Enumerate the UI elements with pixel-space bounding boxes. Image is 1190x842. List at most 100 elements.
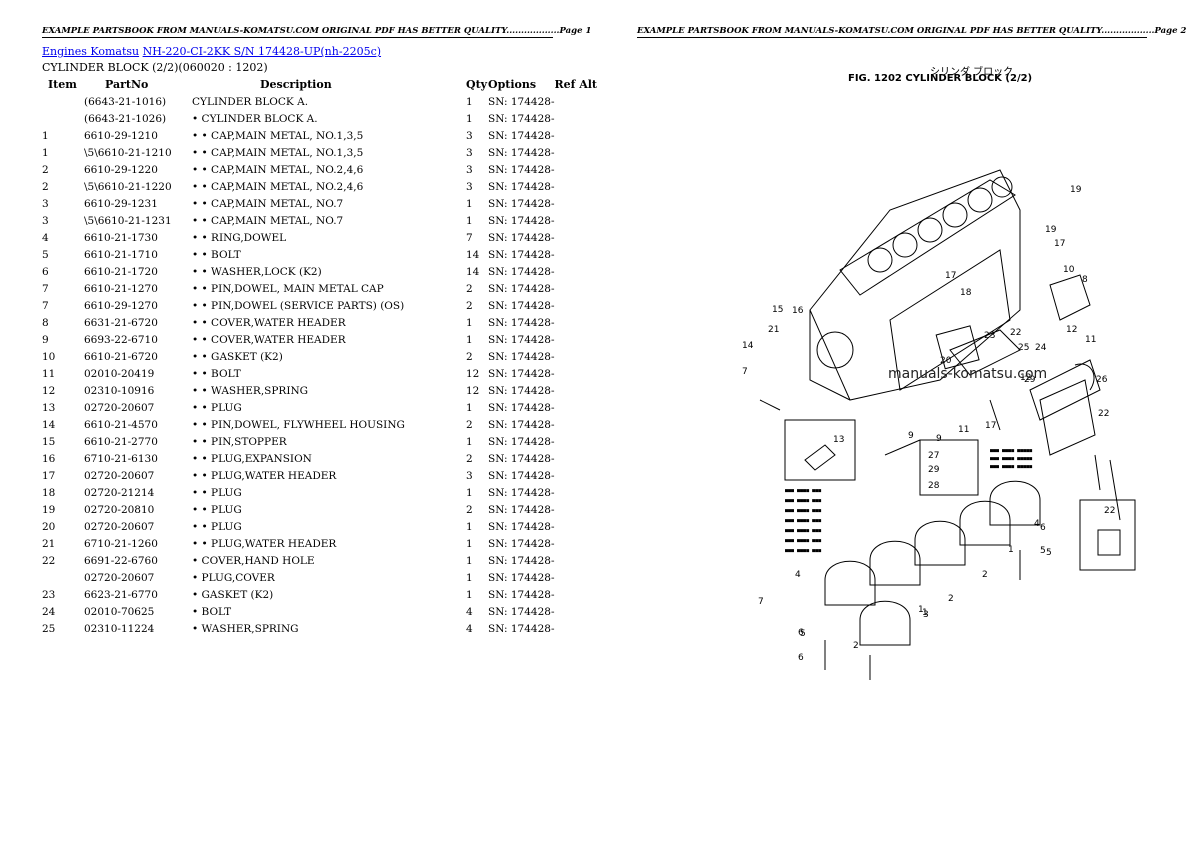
cell-item: 2 — [42, 180, 49, 193]
callout-number: 29 — [1024, 375, 1036, 385]
cell-options: SN: 174428- — [488, 588, 555, 601]
cell-item: 11 — [42, 367, 56, 380]
cell-refalt — [555, 399, 605, 416]
cell-options: SN: 174428- — [488, 248, 555, 261]
cell-options: SN: 174428- — [488, 214, 555, 227]
callout-number: 5 — [1040, 546, 1046, 556]
cell-qty: 3 — [466, 129, 473, 142]
cell-item: 2 — [42, 163, 49, 176]
cell-description: • • PIN,STOPPER — [192, 435, 287, 448]
cell-partno: \5\6610-21-1231 — [84, 214, 172, 227]
breadcrumb: Engines Komatsu NH-220-CI-2KK S/N 174428… — [42, 45, 381, 58]
svg-text:■■■ ■■■■ ■■■■■: ■■■ ■■■■ ■■■■■ — [990, 448, 1032, 454]
cell-description: • • WASHER,SPRING — [192, 384, 309, 397]
callout-number: 10 — [1063, 265, 1075, 275]
col-header-description: Description — [260, 78, 332, 91]
breadcrumb-link-engines[interactable]: Engines Komatsu — [42, 45, 140, 58]
cell-partno: 6610-29-1220 — [84, 163, 158, 176]
col-header-options: Options — [488, 78, 537, 91]
callout-number: 16 — [792, 306, 804, 316]
cell-partno: 6610-21-1730 — [84, 231, 158, 244]
callout-number: 5 — [1046, 548, 1052, 558]
cell-options: SN: 174428- — [488, 112, 555, 125]
cell-item: 17 — [42, 469, 56, 482]
cell-item: 22 — [42, 554, 56, 567]
callout-number: 22 — [1010, 328, 1021, 338]
cell-options: SN: 174428- — [488, 622, 555, 635]
page-header-right: EXAMPLE PARTSBOOK FROM MANUALS-KOMATSU.C… — [637, 26, 1187, 38]
cell-refalt — [555, 161, 605, 178]
cell-options: SN: 174428- — [488, 605, 555, 618]
cell-qty: 1 — [466, 435, 473, 448]
cell-partno: 02720-20607 — [84, 571, 155, 584]
callout-number: 6 — [798, 653, 804, 663]
cell-description: • • PLUG — [192, 503, 242, 516]
cell-partno: 02720-20607 — [84, 469, 155, 482]
cell-refalt — [555, 450, 605, 467]
cell-refalt — [555, 620, 605, 637]
cell-qty: 3 — [466, 163, 473, 176]
cell-refalt — [555, 212, 605, 229]
cell-description: • PLUG,COVER — [192, 571, 275, 584]
callout-number: 23 — [984, 331, 995, 341]
breadcrumb-link-model[interactable]: NH-220-CI-2KK S/N 174428-UP(nh-2205c) — [142, 45, 382, 58]
cell-item: 12 — [42, 384, 56, 397]
parts-table: Item PartNo Description Qty Options Ref … — [42, 76, 605, 637]
cell-qty: 1 — [466, 554, 473, 567]
svg-text:■■■ ■■■■ ■■■■■: ■■■ ■■■■ ■■■■■ — [990, 456, 1032, 462]
cell-partno: 6610-29-1270 — [84, 299, 158, 312]
callout-number: 4 — [1034, 519, 1040, 529]
cell-description: • • CAP,MAIN METAL, NO.1,3,5 — [192, 146, 364, 159]
svg-text:■■■ ■■■■ ■■■■■: ■■■ ■■■■ ■■■■■ — [990, 464, 1032, 470]
callout-number: 7 — [742, 367, 748, 377]
callout-number: 4 — [795, 570, 801, 580]
cell-refalt — [555, 263, 605, 280]
cell-description: • • CAP,MAIN METAL, NO.7 — [192, 214, 344, 227]
callout-number: 26 — [1096, 375, 1108, 385]
cell-partno: 02010-20419 — [84, 367, 155, 380]
cell-item: 7 — [42, 282, 49, 295]
cell-qty: 14 — [466, 248, 480, 261]
callout-number: 1 — [918, 605, 924, 615]
cell-item: 3 — [42, 197, 49, 210]
cell-qty: 1 — [466, 316, 473, 329]
cell-description: • • WASHER,LOCK (K2) — [192, 265, 322, 278]
cell-partno: 6710-21-1260 — [84, 537, 158, 550]
cell-qty: 2 — [466, 299, 473, 312]
cell-qty: 1 — [466, 112, 473, 125]
callout-number: 25 — [1018, 343, 1029, 353]
cell-refalt — [555, 484, 605, 501]
callout-number: 2 — [982, 570, 988, 580]
callout-number: 28 — [928, 481, 940, 491]
cell-item: 6 — [42, 265, 49, 278]
cell-description: • • BOLT — [192, 367, 241, 380]
cell-partno: 6610-29-1210 — [84, 129, 158, 142]
col-header-qty: Qty — [466, 78, 488, 91]
cell-description: • • BOLT — [192, 248, 241, 261]
cell-qty: 14 — [466, 265, 480, 278]
cell-item: 5 — [42, 248, 49, 261]
table-row: 2\5\6610-21-1220• • CAP,MAIN METAL, NO.2… — [42, 178, 605, 195]
callout-number: 11 — [958, 425, 969, 435]
cell-description: • GASKET (K2) — [192, 588, 274, 601]
cell-description: • COVER,HAND HOLE — [192, 554, 315, 567]
svg-text:■■■ ■■■■ ■■■: ■■■ ■■■■ ■■■ — [785, 538, 821, 544]
callout-number: 24 — [1035, 343, 1047, 353]
cell-description: CYLINDER BLOCK A. — [192, 95, 309, 108]
cell-item: 14 — [42, 418, 56, 431]
cell-qty: 7 — [466, 231, 473, 244]
cell-qty: 3 — [466, 146, 473, 159]
svg-text:■■■ ■■■■ ■■■: ■■■ ■■■■ ■■■ — [785, 498, 821, 504]
cell-options: SN: 174428- — [488, 418, 555, 431]
cell-qty: 2 — [466, 282, 473, 295]
